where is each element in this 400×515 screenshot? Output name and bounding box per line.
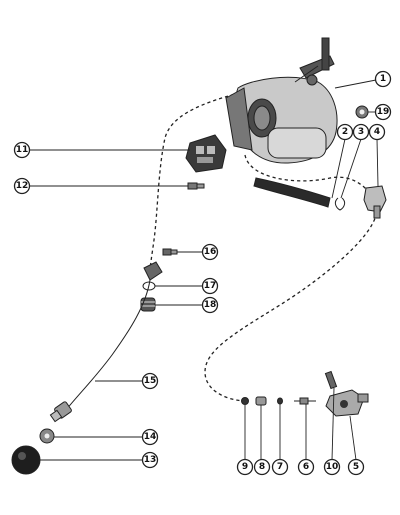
cable-end-bracket [143, 261, 163, 281]
fitting-8 [255, 396, 267, 406]
callout-7-label: 7 [277, 462, 283, 472]
callout-15: 15 [141, 372, 159, 390]
callout-3: 3 [352, 123, 370, 141]
callout-15-label: 15 [144, 376, 157, 386]
callout-8: 8 [253, 458, 271, 476]
callout-12-label: 12 [16, 181, 29, 191]
o-ring-7 [277, 397, 283, 405]
callout-12: 12 [13, 177, 31, 195]
callout-14-label: 14 [144, 432, 157, 442]
callout-18: 18 [201, 296, 219, 314]
callout-1-label: 1 [380, 74, 386, 84]
callout-10-label: 10 [326, 462, 339, 472]
linkage-pivot [306, 74, 318, 86]
callout-9-label: 9 [242, 462, 248, 472]
screw-10 [324, 370, 338, 390]
callout-16: 16 [201, 243, 219, 261]
throttle-lever [321, 37, 330, 71]
fuel-hose [253, 177, 331, 208]
carburetor-throat-inner [253, 105, 271, 131]
callout-3-label: 3 [358, 127, 364, 137]
lock-nut-19 [355, 105, 369, 119]
callout-16-label: 16 [204, 247, 217, 257]
callout-9: 9 [236, 458, 254, 476]
callout-2: 2 [336, 123, 354, 141]
leader-2 [331, 138, 346, 199]
leader-10 [331, 387, 335, 461]
callout-4: 4 [368, 123, 386, 141]
callout-5-label: 5 [353, 462, 359, 472]
callout-18-label: 18 [204, 300, 217, 310]
callout-11-label: 11 [16, 145, 29, 155]
callout-17-label: 17 [204, 281, 217, 291]
callout-13-label: 13 [144, 455, 157, 465]
cable-clamp-screw [162, 248, 178, 256]
cable-spring [140, 297, 156, 312]
choke-cable [65, 279, 151, 411]
callout-1: 1 [374, 70, 392, 88]
callout-7: 7 [271, 458, 289, 476]
leader-5 [349, 415, 357, 461]
callout-4-label: 4 [374, 127, 380, 137]
callout-5: 5 [347, 458, 365, 476]
carburetor-assembly [225, 37, 338, 164]
needle-6 [294, 397, 316, 405]
callout-17: 17 [201, 277, 219, 295]
callout-19-label: 19 [377, 107, 390, 117]
callout-19: 19 [374, 103, 392, 121]
leader-1 [334, 79, 377, 89]
bracket-screw [187, 182, 205, 190]
callout-6-label: 6 [303, 462, 309, 472]
float-bowl [267, 127, 327, 159]
check-valve-body-5 [325, 389, 369, 417]
callout-2-label: 2 [342, 127, 348, 137]
leader-3 [340, 138, 362, 199]
washer-9 [241, 397, 249, 405]
hose-clamp [334, 197, 346, 211]
callout-13: 13 [141, 451, 159, 469]
callout-14: 14 [141, 428, 159, 446]
fuel-elbow-fitting [363, 185, 387, 219]
linkage-rod [294, 65, 319, 83]
callout-6: 6 [297, 458, 315, 476]
choke-bracket [185, 134, 227, 173]
choke-knob [11, 445, 41, 475]
callout-8-label: 8 [259, 462, 265, 472]
cable-end-fitting [49, 401, 72, 423]
cable-nut [39, 428, 55, 444]
leader-4 [376, 138, 379, 187]
callout-10: 10 [323, 458, 341, 476]
carburetor-flange [225, 87, 253, 151]
callout-11: 11 [13, 141, 31, 159]
